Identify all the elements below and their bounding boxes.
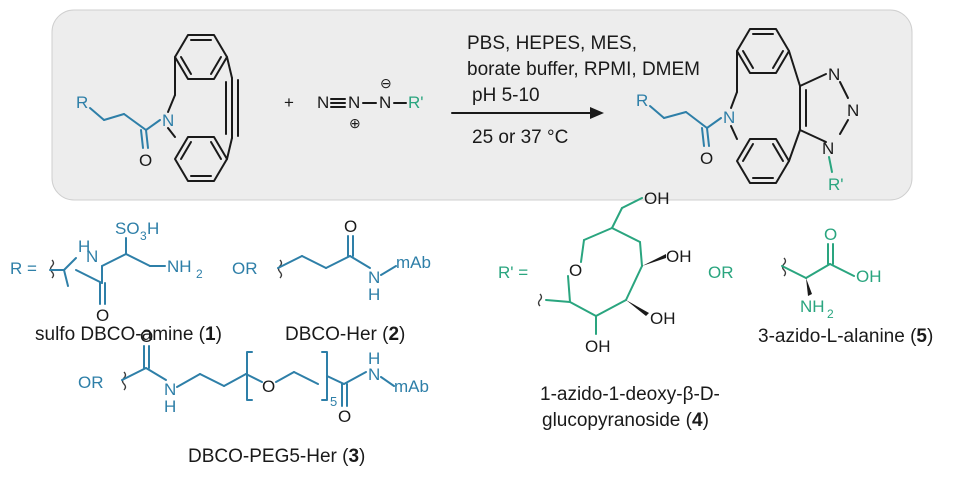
svg-text:O: O bbox=[262, 377, 275, 396]
dbco-R-group: R bbox=[76, 93, 88, 112]
caption-glucopyranoside-line1: 1-azido-1-deoxy-β-D- bbox=[540, 384, 720, 405]
svg-text:H: H bbox=[368, 349, 380, 368]
svg-text:2: 2 bbox=[827, 307, 834, 321]
triazole-product: N N N R' N O R bbox=[636, 28, 859, 194]
svg-text:N: N bbox=[368, 365, 380, 384]
reaction-arrowhead bbox=[590, 107, 604, 119]
azide-positive-charge: ⊕ bbox=[349, 115, 361, 131]
svg-text:N: N bbox=[368, 268, 380, 287]
svg-text:N: N bbox=[348, 93, 360, 112]
svg-text:SO: SO bbox=[115, 219, 140, 238]
svg-text:25 or 37 °C: 25 or 37 °C bbox=[472, 127, 568, 148]
svg-text:O: O bbox=[344, 217, 357, 236]
azide-R-prime: R' bbox=[408, 93, 424, 112]
svg-text:borate buffer, RPMI, DMEM: borate buffer, RPMI, DMEM bbox=[467, 59, 700, 80]
svg-text:pH 5-10: pH 5-10 bbox=[472, 85, 540, 106]
svg-text:O: O bbox=[96, 306, 109, 325]
svg-text:mAb: mAb bbox=[394, 377, 429, 396]
or-label-2: OR bbox=[708, 263, 734, 282]
dbco-carbonyl-oxygen: O bbox=[139, 151, 152, 170]
svg-text:O: O bbox=[569, 261, 582, 280]
svg-text:O: O bbox=[700, 149, 713, 168]
caption-glucopyranoside-line2: glucopyranoside (4) bbox=[542, 410, 709, 431]
svg-text:N: N bbox=[164, 380, 176, 399]
svg-text:NH: NH bbox=[167, 257, 192, 276]
dbco-peg5-her-structure: OR O N H O 5 O H N mAb bbox=[78, 327, 429, 426]
svg-text:N: N bbox=[379, 93, 391, 112]
svg-text:PBS, HEPES, MES,: PBS, HEPES, MES, bbox=[467, 33, 637, 54]
svg-text:3: 3 bbox=[140, 229, 147, 243]
svg-text:N: N bbox=[317, 93, 329, 112]
svg-text:mAb: mAb bbox=[396, 253, 431, 272]
product-R-prime: R' bbox=[828, 175, 844, 194]
azide-reactant: N N N R' ⊖ ⊕ bbox=[317, 75, 424, 131]
or-label-3: OR bbox=[78, 373, 104, 392]
R-equals-label: R = bbox=[10, 259, 37, 278]
svg-text:H: H bbox=[147, 219, 159, 238]
azide-negative-charge: ⊖ bbox=[380, 75, 392, 91]
svg-text:O: O bbox=[338, 407, 351, 426]
sulfo-dbco-amine-structure: H N O SO 3 H NH 2 bbox=[49, 219, 203, 325]
caption-azido-alanine: 3-azido-L-alanine (5) bbox=[758, 326, 933, 347]
plus-sign: + bbox=[284, 93, 294, 112]
svg-text:OH: OH bbox=[644, 189, 670, 208]
svg-text:N: N bbox=[86, 247, 98, 266]
svg-text:H: H bbox=[78, 237, 90, 256]
svg-text:OH: OH bbox=[585, 337, 611, 356]
svg-text:OH: OH bbox=[666, 247, 692, 266]
svg-text:5: 5 bbox=[330, 394, 337, 409]
glucopyranoside-structure: O OH OH OH OH bbox=[537, 189, 692, 356]
svg-text:N: N bbox=[828, 65, 840, 84]
reaction-panel bbox=[51, 9, 913, 201]
svg-text:OH: OH bbox=[650, 309, 676, 328]
svg-text:2: 2 bbox=[196, 267, 203, 281]
svg-text:N: N bbox=[822, 139, 834, 158]
azido-alanine-structure: NH 2 O OH bbox=[781, 225, 882, 321]
or-label-1: OR bbox=[232, 259, 258, 278]
svg-text:N: N bbox=[847, 101, 859, 120]
svg-text:H: H bbox=[164, 397, 176, 416]
svg-text:NH: NH bbox=[800, 297, 825, 316]
svg-text:OH: OH bbox=[856, 267, 882, 286]
dbco-her-structure: O N H mAb bbox=[277, 217, 431, 304]
R-prime-equals-label: R' = bbox=[498, 263, 528, 282]
product-R-group: R bbox=[636, 91, 648, 110]
caption-dbco-her: DBCO-Her (2) bbox=[285, 324, 405, 345]
svg-text:O: O bbox=[140, 327, 153, 346]
caption-dbco-peg5-her: DBCO-PEG5-Her (3) bbox=[188, 446, 365, 467]
reaction-conditions: PBS, HEPES, MES, borate buffer, RPMI, DM… bbox=[467, 33, 700, 148]
svg-text:H: H bbox=[368, 285, 380, 304]
svg-text:O: O bbox=[824, 225, 837, 244]
product-nitrogen: N bbox=[723, 108, 735, 127]
dbco-nitrogen: N bbox=[162, 111, 174, 130]
dbco-reactant: N O R bbox=[76, 34, 239, 182]
caption-sulfo-dbco-amine: sulfo DBCO-amine (1) bbox=[35, 324, 222, 345]
